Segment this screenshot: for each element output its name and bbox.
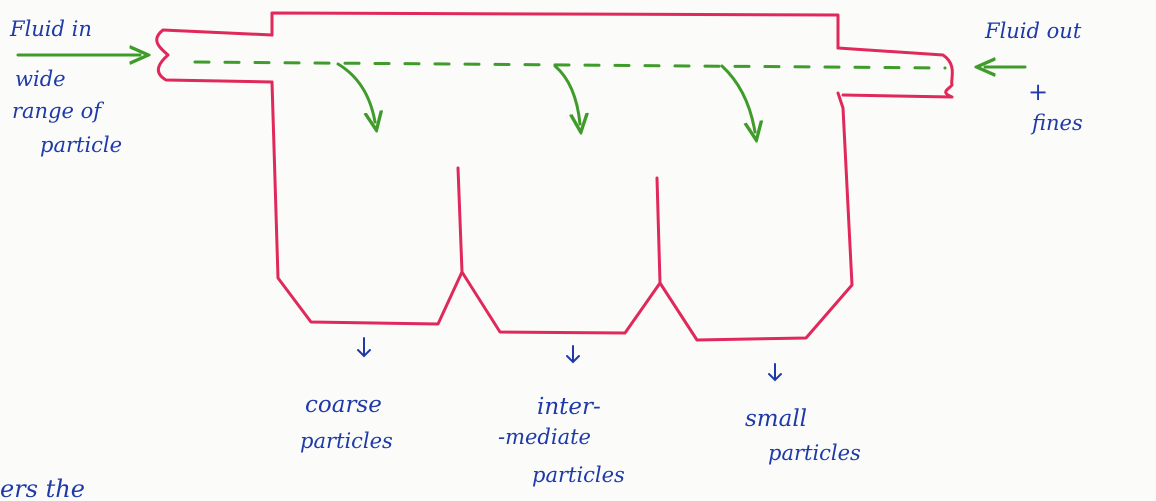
settle-arrow-1: [336, 62, 375, 122]
partition-right: [655, 176, 662, 285]
coarse-label-1: coarse: [305, 392, 382, 418]
inter-label-1: inter-: [537, 394, 601, 420]
flow-dashed-line: [193, 60, 947, 70]
inter-label-3: particles: [532, 463, 625, 487]
settle-arrow-3: [720, 64, 755, 132]
discharge-arrow-inter: [566, 345, 580, 364]
partition-left: [456, 166, 464, 274]
discharge-arrow-small: [768, 363, 782, 382]
inlet-title: Fluid in: [9, 17, 92, 41]
classifier-vessel: [155, 11, 954, 342]
inlet-desc-1: wide: [15, 67, 66, 91]
inlet-pipe: [155, 28, 274, 84]
small-label-2: particles: [768, 441, 861, 465]
inter-label-2: -mediate: [498, 425, 591, 449]
settle-arrow-2: [553, 64, 580, 124]
footer-text: ers the: [0, 475, 85, 501]
outlet-title: Fluid out: [984, 19, 1082, 43]
outlet-desc: fines: [1030, 111, 1083, 135]
inlet-desc-2: range of: [12, 99, 104, 123]
inlet-desc-3: particle: [40, 133, 122, 157]
discharge-arrow-coarse: [357, 337, 371, 358]
outlet-plus: +: [1028, 78, 1048, 106]
outlet-pipe: [836, 46, 954, 99]
small-label-1: small: [745, 406, 807, 432]
discharge-arrows: [357, 337, 782, 382]
coarse-label-2: particles: [300, 429, 393, 453]
flow-lines: [16, 55, 1027, 132]
